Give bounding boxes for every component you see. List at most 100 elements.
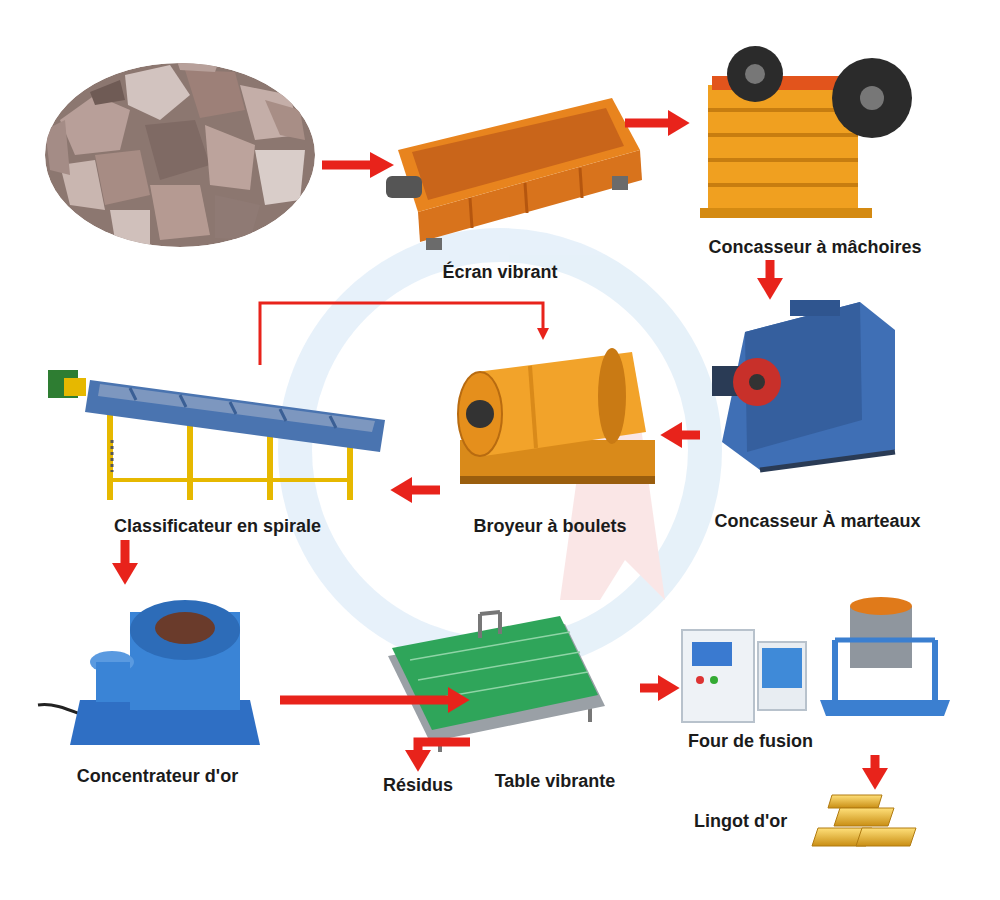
equipment-node: Concasseur à mâchoires <box>690 50 940 260</box>
flow-arrow <box>766 260 775 278</box>
spiral-classifier-part <box>98 384 375 432</box>
shaking-table-part <box>478 614 482 638</box>
gold-bars <box>812 795 916 846</box>
vibrating-screen-part <box>525 183 527 213</box>
ore-photo-part <box>150 185 210 240</box>
vibrating-screen-part <box>412 108 624 200</box>
ore-photo-part <box>255 150 305 205</box>
flow-arrow <box>412 486 440 495</box>
smelting-furnace-part <box>850 597 912 615</box>
equipment-node: Concasseur À marteaux <box>700 300 935 535</box>
ore-photo-part <box>110 210 150 245</box>
ball-mill-part <box>466 400 494 428</box>
vibrating-screen-part <box>398 98 640 212</box>
ore-photo-part <box>145 120 210 180</box>
feed-arrow-part <box>322 161 372 170</box>
equipment-node: Lingot d'or <box>688 790 923 852</box>
shaking-table-part <box>480 612 500 614</box>
spiral-classifier-part <box>330 416 336 428</box>
smelting-furnace-part <box>820 700 950 716</box>
gold-bars-part <box>828 795 882 808</box>
smelting-furnace <box>682 597 950 722</box>
equipment-label: Table vibrante <box>495 770 616 792</box>
gold-concentrator-part <box>96 662 130 702</box>
hammer-crusher-part <box>733 358 781 406</box>
gold-concentrator-part <box>155 612 215 644</box>
jaw-crusher-part <box>700 208 872 218</box>
shaking-table-part <box>418 652 580 680</box>
shaking-table-part <box>498 612 502 634</box>
gold-bars-part <box>856 828 916 846</box>
ore-photo-part <box>90 80 125 105</box>
jaw-crusher-part <box>708 183 858 187</box>
gold-concentrator-part <box>130 600 240 660</box>
equipment-node: Résidus <box>372 772 464 798</box>
spiral-classifier-part <box>267 432 273 500</box>
equipment-label: Écran vibrant <box>442 261 557 283</box>
hammer-crusher-part <box>722 302 895 470</box>
watermark-logo-part <box>295 245 705 655</box>
spiral-classifier-part <box>180 395 186 407</box>
smelting-furnace-part <box>762 648 802 688</box>
flow-arrow <box>121 540 130 563</box>
vibrating-screen-part <box>612 176 628 190</box>
ball-mill-part <box>598 348 626 444</box>
smelting-furnace-part <box>850 606 912 668</box>
ball-mill-part <box>458 372 502 456</box>
ore-photo <box>45 55 315 247</box>
vibrating-screen-part <box>386 176 422 198</box>
equipment-node: Broyeur à boulets <box>440 340 660 540</box>
hammer-crusher-part <box>745 302 862 452</box>
watermark-logo <box>295 245 705 655</box>
spiral-classifier-part <box>230 402 236 414</box>
flow-arrow <box>625 119 668 128</box>
shaking-table-part <box>392 616 598 730</box>
equipment-label: Concasseur À marteaux <box>714 510 920 532</box>
smelting-furnace-part <box>758 642 806 710</box>
shaking-table <box>388 612 605 752</box>
equipment-label: Four de fusion <box>688 730 813 752</box>
smelting-furnace-part <box>835 638 935 643</box>
equipment-node: Écran vibrant <box>375 85 625 285</box>
smelting-furnace-part <box>682 630 754 722</box>
ore-photo-part <box>215 195 260 240</box>
equipment-label: Concentrateur d'or <box>77 765 238 787</box>
vibrating-screen <box>386 98 642 250</box>
jaw-crusher-part <box>708 158 858 162</box>
spiral-classifier-part <box>347 443 353 500</box>
jaw-crusher-part <box>745 64 765 84</box>
ore-photo-part <box>95 150 150 205</box>
ball-mill-part <box>530 366 536 448</box>
hammer-crusher-part <box>790 300 840 316</box>
ore-photo-part <box>125 65 190 120</box>
spiral-classifier-part <box>107 410 113 500</box>
spiral-classifier-part <box>280 409 286 421</box>
equipment-label: Classificateur en spirale <box>114 515 321 537</box>
ore-photo-part <box>185 70 245 118</box>
smelting-furnace-part <box>832 640 838 700</box>
gold-concentrator <box>38 600 260 745</box>
equipment-node: Concentrateur d'or <box>35 585 280 790</box>
flow-arrow <box>280 696 448 705</box>
jaw-crusher-part <box>860 86 884 110</box>
smelting-furnace-part <box>692 642 732 666</box>
gold-bars-part <box>834 808 894 826</box>
spiral-classifier <box>48 370 385 500</box>
equipment-node: Table vibrante <box>470 608 640 795</box>
jaw-crusher-part <box>727 46 783 102</box>
ball-mill-part <box>460 476 655 484</box>
ball-mill <box>458 348 655 484</box>
smelting-furnace-part <box>710 676 718 684</box>
jaw-crusher-part <box>832 58 912 138</box>
feed-arrow-part <box>370 152 394 178</box>
spiral-classifier-part <box>111 440 114 472</box>
spiral-classifier-part <box>85 380 385 452</box>
spiral-classifier-part <box>130 388 136 400</box>
smelting-furnace-part <box>696 676 704 684</box>
hammer-crusher-part <box>749 374 765 390</box>
flow-arrow <box>871 755 880 768</box>
spiral-classifier-part <box>110 478 350 482</box>
flow-arrow <box>682 431 700 440</box>
